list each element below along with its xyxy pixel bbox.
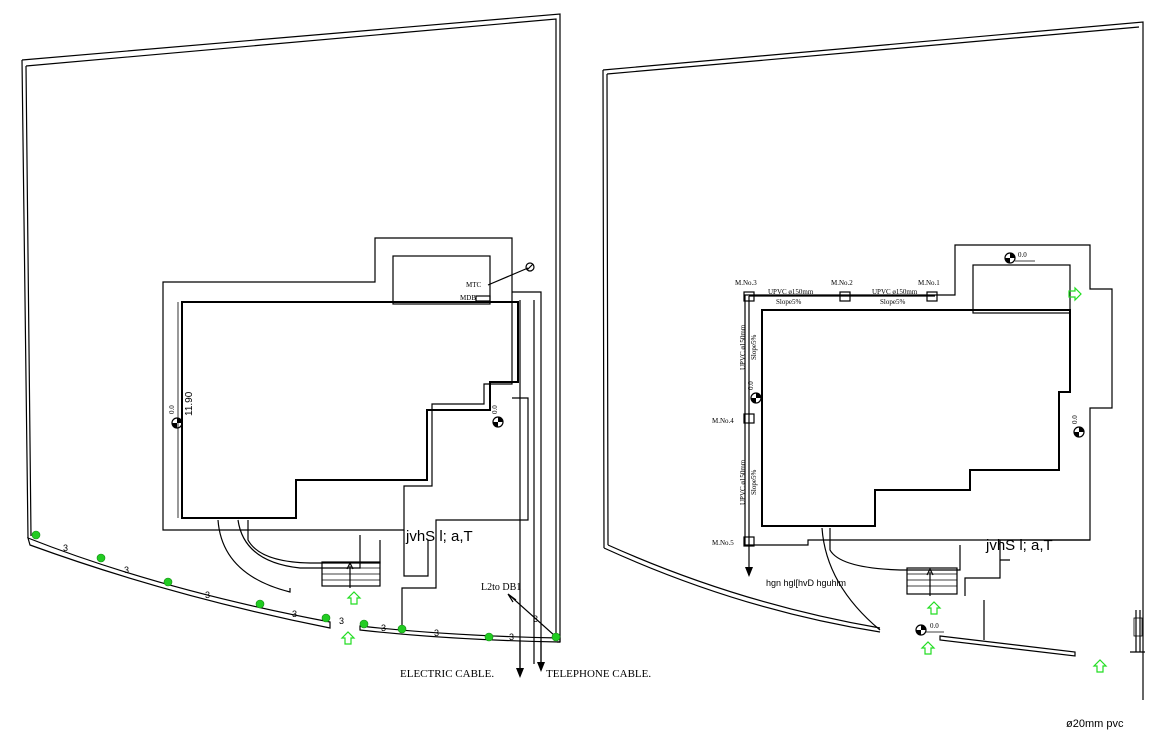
left-porch bbox=[217, 519, 361, 593]
mtc-label: MTC bbox=[466, 281, 482, 289]
pipe-label-3: UPVC ø150mm bbox=[739, 324, 747, 370]
feed-label: L2to DB1 bbox=[481, 582, 521, 593]
pvc-footnote: ø20mm pvc bbox=[1066, 718, 1124, 730]
left-meter-room bbox=[392, 255, 491, 305]
left-steps bbox=[321, 561, 381, 588]
svg-text:0.0: 0.0 bbox=[168, 405, 176, 414]
svg-text:3: 3 bbox=[381, 623, 386, 633]
manhole-markers bbox=[743, 291, 938, 547]
pipe-slope-2: Slope5% bbox=[880, 298, 905, 306]
arrow-icon bbox=[920, 641, 936, 655]
manhole-label-3: M.No.3 bbox=[735, 279, 757, 287]
manhole-label-4: M.No.4 bbox=[712, 417, 734, 425]
left-hindi-title: jvhS l; a,T bbox=[405, 528, 473, 545]
svg-text:3: 3 bbox=[63, 543, 68, 553]
pipe-label-2: UPVC ø150mm bbox=[872, 288, 918, 296]
left-front-boundary bbox=[27, 536, 331, 629]
left-plot-boundary bbox=[21, 13, 561, 643]
arrow-icon bbox=[1068, 286, 1082, 302]
svg-text:3: 3 bbox=[434, 628, 439, 638]
left-dimension-label: 11.90 bbox=[184, 391, 195, 416]
level-marker-east-right: 0.0 bbox=[1071, 415, 1085, 438]
svg-text:3: 3 bbox=[205, 590, 210, 600]
pipe-label-1: UPVC ø150mm bbox=[768, 288, 814, 296]
manhole-label-2: M.No.2 bbox=[831, 279, 853, 287]
left-site-plan: 11.90 0.0 0.0 jvhS l; a,T MTC MDB L2to D… bbox=[21, 13, 651, 680]
svg-text:0.0: 0.0 bbox=[930, 622, 939, 630]
right-hindi-note: hgn hgl[hvD hguhlm bbox=[766, 578, 846, 588]
level-marker-west-right: 0.0 bbox=[747, 381, 762, 404]
light-points bbox=[31, 530, 561, 642]
svg-text:3: 3 bbox=[339, 616, 344, 626]
svg-text:3: 3 bbox=[124, 565, 129, 575]
arrow-icon bbox=[1092, 659, 1108, 673]
svg-text:0.0: 0.0 bbox=[1071, 415, 1079, 424]
level-marker-top: 0.0 bbox=[1004, 251, 1035, 264]
arrow-icon bbox=[926, 601, 942, 615]
mdb-label: MDB bbox=[460, 294, 476, 302]
left-building-outer bbox=[162, 237, 513, 531]
pipe-label-4: UPVC ø150mm bbox=[739, 459, 747, 505]
svg-text:0.0: 0.0 bbox=[747, 381, 755, 390]
level-marker-east: 0.0 bbox=[491, 405, 504, 428]
manhole-label-5: M.No.5 bbox=[712, 539, 734, 547]
svg-text:0.0: 0.0 bbox=[491, 405, 499, 414]
right-steps bbox=[906, 567, 958, 596]
right-hindi-title: jvhS l; a,T bbox=[985, 537, 1053, 554]
electric-cable-label: ELECTRIC CABLE. bbox=[400, 668, 494, 680]
svg-text:3: 3 bbox=[292, 609, 297, 619]
telephone-cable-label: TELEPHONE CABLE. bbox=[546, 668, 651, 680]
right-building-inner bbox=[761, 309, 1071, 527]
cable-marks: 3 3 3 3 3 3 3 3 3 bbox=[63, 543, 538, 642]
arrow-icon bbox=[340, 631, 356, 645]
left-building-inner bbox=[181, 301, 519, 519]
right-plot-boundary bbox=[602, 21, 1144, 700]
svg-text:0.0: 0.0 bbox=[1018, 251, 1027, 259]
svg-text:3: 3 bbox=[509, 632, 514, 642]
telephone-cable-arrow bbox=[537, 640, 545, 672]
svg-text:3: 3 bbox=[533, 614, 538, 624]
level-marker-west: 0.0 bbox=[168, 405, 183, 429]
pipe-slope-4: Slope5% bbox=[750, 470, 758, 495]
pipe-slope-3: Slope5% bbox=[750, 335, 758, 360]
right-building-outer bbox=[744, 244, 1113, 546]
right-top-room bbox=[972, 264, 1071, 314]
pipe-slope-1: Slope5% bbox=[776, 298, 801, 306]
level-marker-bottom: 0.0 bbox=[915, 622, 944, 636]
manhole-label-1: M.No.1 bbox=[918, 279, 940, 287]
electric-cable-arrow bbox=[516, 640, 524, 678]
pole-icon bbox=[525, 262, 535, 272]
arrow-icon bbox=[346, 591, 362, 605]
right-site-plan: M.No.1 M.No.2 M.No.3 M.No.4 M.No.5 UPVC … bbox=[602, 21, 1145, 730]
